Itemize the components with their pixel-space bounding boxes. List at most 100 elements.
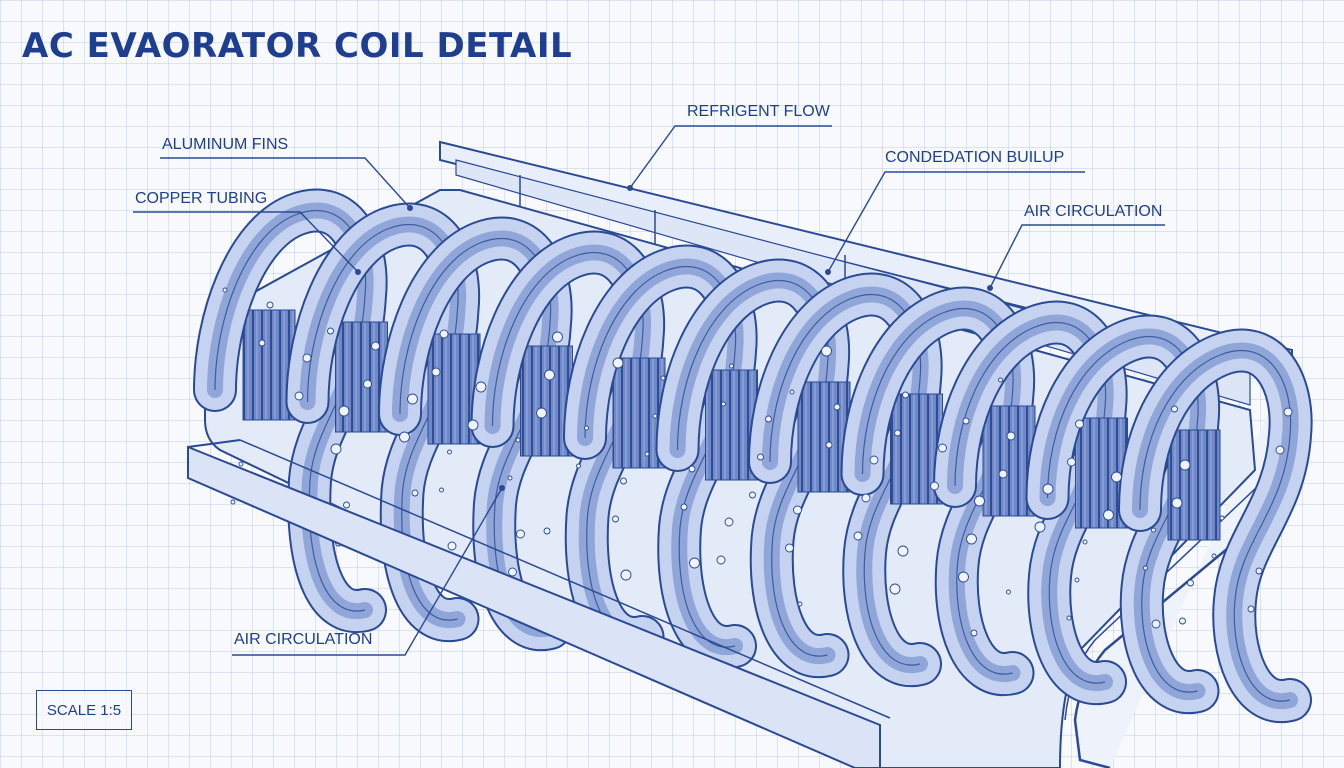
water-droplet (1255, 567, 1263, 575)
water-droplet (853, 531, 863, 541)
water-droplet (1103, 509, 1114, 521)
water-droplet (974, 495, 985, 507)
water-droplet (343, 501, 350, 509)
water-droplet (749, 491, 756, 499)
water-droplet (644, 451, 650, 457)
water-droplet (1187, 579, 1194, 587)
label-air-circulation-bottom: AIR CIRCULATION (234, 631, 373, 648)
water-droplet (793, 505, 802, 515)
water-droplet (363, 379, 372, 389)
water-droplet (407, 393, 418, 405)
water-droplet (765, 415, 772, 423)
label-condensation-buildup: CONDEDATION BUILUP (885, 149, 1065, 166)
water-droplet (338, 405, 350, 417)
water-droplet (238, 461, 244, 467)
water-droplet (894, 429, 901, 437)
water-droplet (789, 389, 795, 395)
water-droplet (966, 533, 977, 545)
coil-loop (840, 286, 1036, 696)
water-droplet (821, 345, 832, 357)
water-droplet (612, 357, 624, 369)
water-droplet (258, 339, 266, 347)
water-droplet (1171, 497, 1183, 509)
copper-tube-centerline (861, 307, 1014, 675)
water-droplet (327, 327, 334, 335)
water-droplet (302, 353, 312, 363)
water-droplet (1179, 459, 1191, 471)
water-droplet (998, 377, 1003, 383)
water-droplet (431, 367, 441, 377)
water-droplet (785, 543, 794, 553)
condensation-droplets (222, 287, 1293, 637)
water-droplet (1247, 605, 1255, 613)
water-droplet (897, 545, 909, 557)
water-droplet (1082, 539, 1088, 545)
drain-pan-rail (187, 439, 891, 768)
water-droplet (552, 331, 563, 343)
water-droplet (1171, 405, 1178, 413)
water-droplet (861, 493, 871, 503)
water-droplet (447, 541, 457, 551)
water-droplet (1111, 471, 1122, 483)
water-droplet (1074, 577, 1080, 583)
water-droplet (330, 443, 342, 455)
water-droplet (222, 287, 228, 293)
leader-copper-tubing (133, 211, 359, 273)
water-droplet (399, 431, 410, 443)
coil-loop (193, 188, 388, 633)
coil-loop (378, 216, 573, 651)
water-droplet (1006, 431, 1016, 441)
water-droplet (1143, 565, 1148, 571)
diagram-title: AC EVAORATOR COIL DETAIL (22, 26, 573, 66)
water-droplet (1066, 615, 1072, 621)
water-droplet (1067, 457, 1076, 467)
water-droplet (1034, 521, 1046, 533)
copper-tube-centerline (584, 265, 737, 648)
water-droplet (1211, 553, 1217, 559)
water-droplet (660, 375, 666, 381)
water-droplet (1219, 515, 1225, 521)
water-droplet (1179, 617, 1186, 625)
water-droplet (1283, 407, 1293, 417)
water-droplet (825, 441, 833, 449)
water-droplet (797, 601, 803, 607)
water-droplet (716, 555, 726, 565)
water-droplet (902, 391, 909, 399)
water-droplet (652, 413, 658, 419)
water-droplet (970, 629, 978, 637)
copper-tube-centerline (491, 251, 644, 639)
water-droplet (516, 529, 525, 539)
water-droplet (544, 369, 555, 381)
water-droplet (475, 381, 487, 393)
water-droplet (1151, 527, 1156, 533)
copper-tube-centerline (1139, 349, 1292, 702)
water-droplet (869, 455, 879, 465)
water-droplet (508, 567, 517, 577)
coil-loop (933, 300, 1128, 705)
water-droplet (230, 499, 236, 505)
water-droplet (998, 469, 1008, 479)
copper-tube-centerline (676, 279, 829, 657)
leader-lines (133, 125, 1165, 656)
leader-condensation (827, 171, 1085, 273)
copper-tube-centerline (399, 237, 552, 630)
water-droplet (1075, 419, 1084, 429)
copper-tube-centerline (954, 321, 1107, 684)
water-droplet (889, 583, 901, 595)
leader-arrowheads (355, 185, 993, 491)
water-droplet (1275, 445, 1285, 455)
water-droplet (620, 477, 627, 485)
water-droplet (467, 419, 479, 431)
water-droplet (507, 475, 513, 481)
coil-loop (1118, 328, 1313, 723)
leader-air-bottom (232, 487, 503, 656)
label-air-circulation-right: AIR CIRCULATION (1024, 203, 1163, 220)
leader-refrigerant-flow (629, 125, 832, 189)
aluminum-fin-block (1167, 429, 1221, 541)
label-aluminum-fins: ALUMINUM FINS (162, 136, 289, 153)
water-droplet (447, 449, 452, 455)
scale-text: SCALE 1:5 (46, 701, 122, 719)
coil-loop (470, 230, 666, 660)
water-droplet (612, 515, 619, 523)
